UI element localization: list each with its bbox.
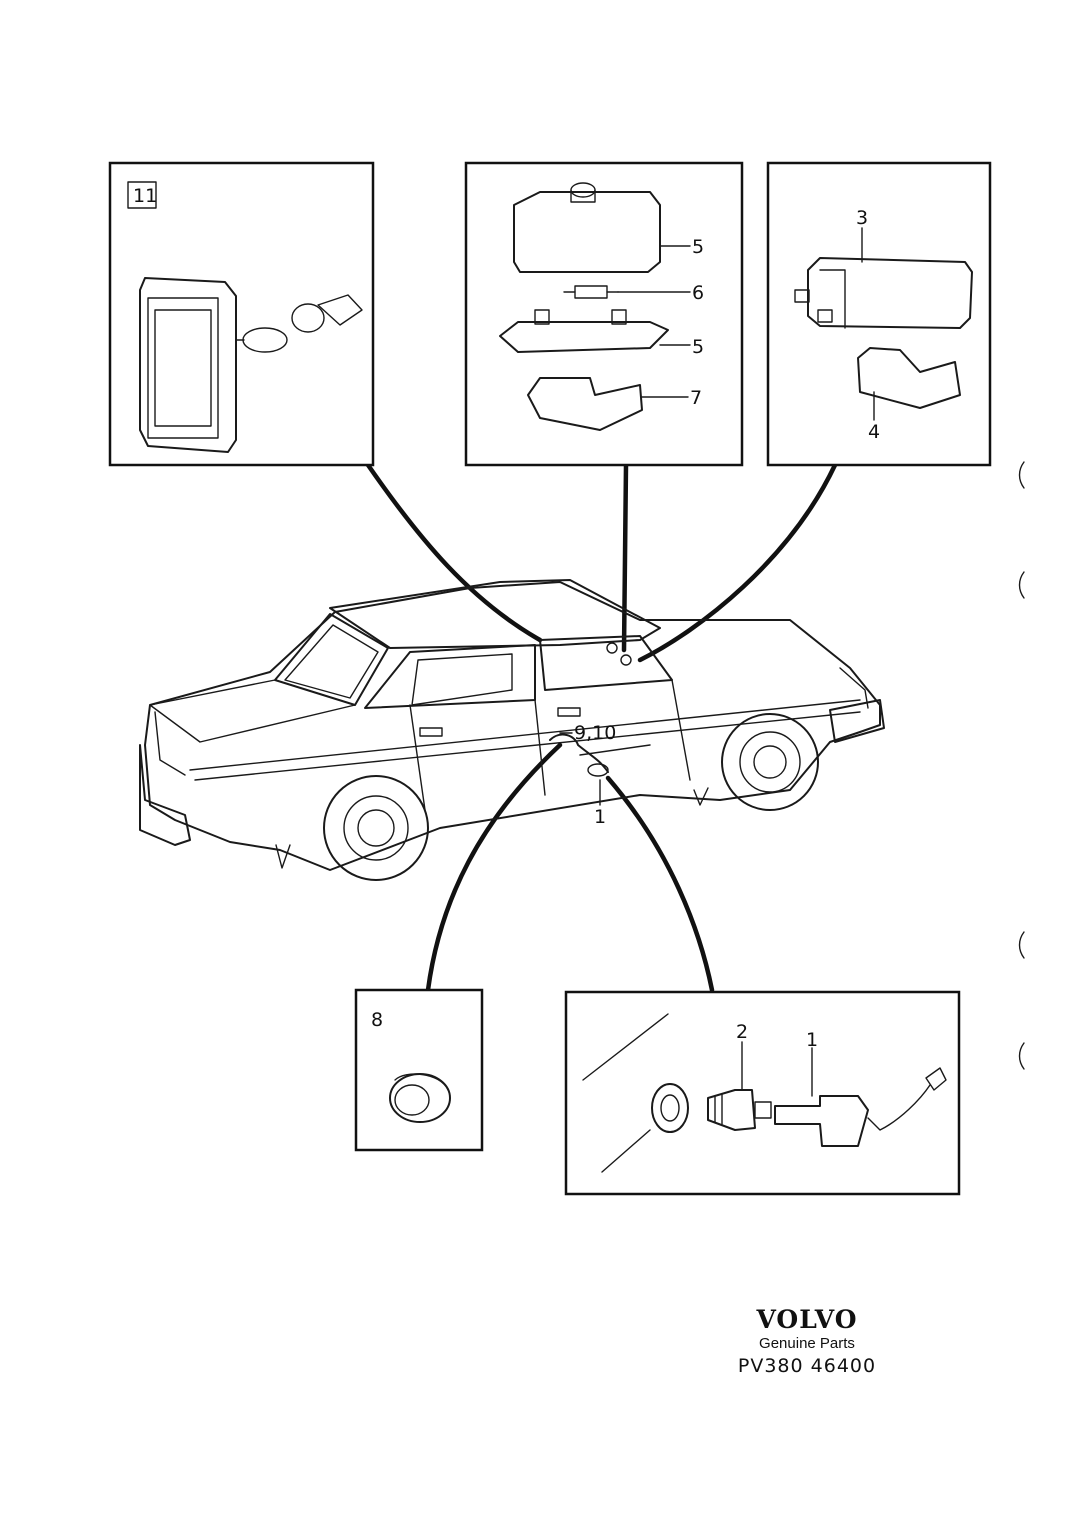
callout-5-top: 5 [692, 236, 704, 258]
callout-5-bottom: 5 [692, 336, 704, 358]
callout-6: 6 [692, 282, 704, 304]
part-number: PV380 46400 [737, 1355, 877, 1377]
scan-margin-marks [1018, 461, 1025, 1070]
callout-7: 7 [690, 387, 702, 409]
branding-subtitle: Genuine Parts [759, 1335, 855, 1352]
callout-8: 8 [371, 1009, 383, 1031]
detail-box-relay: 3 4 [766, 161, 992, 467]
box-11-label: 11 [133, 185, 157, 207]
leader-lines [365, 462, 838, 993]
callout-9-10: 9,10 [574, 722, 616, 744]
detail-box-sensor: 2 1 [564, 990, 961, 1196]
detail-box-relay-assembly: 5 6 5 7 [464, 161, 744, 467]
detail-box-grommet: 8 [354, 988, 484, 1152]
callout-2: 2 [736, 1021, 748, 1043]
car-illustration [139, 579, 885, 881]
detail-box-11: 11 [108, 161, 375, 467]
callout-4: 4 [868, 421, 880, 443]
callout-3: 3 [856, 207, 868, 229]
volvo-logo: VOLVO [756, 1305, 858, 1334]
callout-1-detail: 1 [806, 1029, 818, 1051]
callout-1-car: 1 [594, 806, 606, 828]
branding-block: VOLVO Genuine Parts PV380 46400 [712, 1306, 902, 1378]
